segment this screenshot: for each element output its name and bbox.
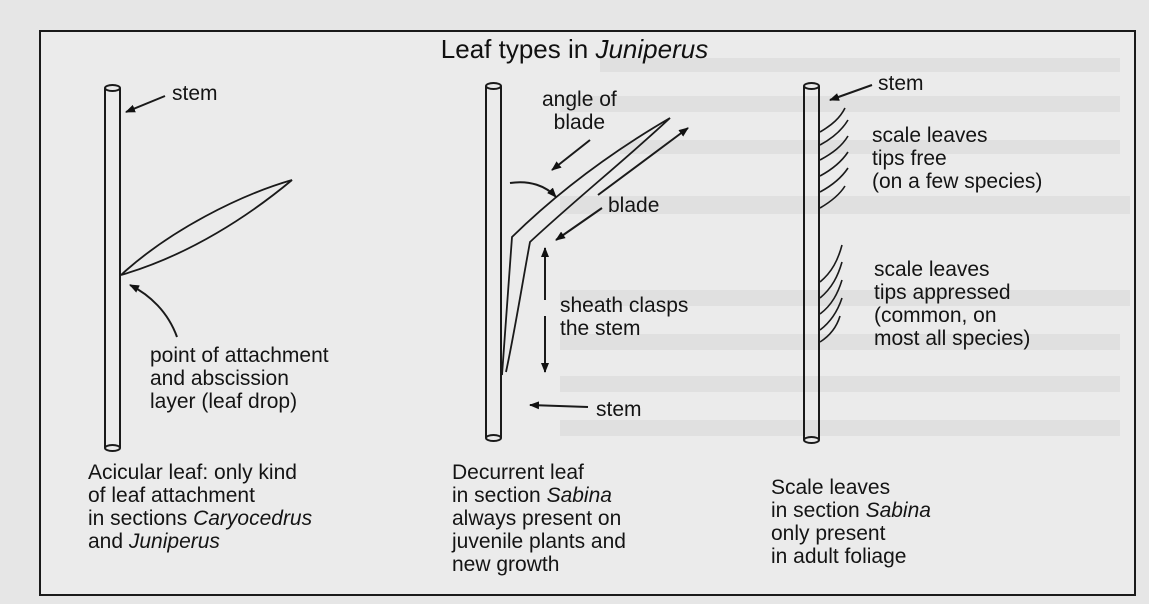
scale-leaves-free-label: scale leaves tips free (on a few species… [872,124,1042,193]
panel1-caption: Acicular leaf: only kind of leaf attachm… [88,461,312,553]
stem-1 [105,85,120,451]
blade-arrow [598,128,688,195]
sheath-label: sheath clasps the stem [560,294,688,340]
blade-label: blade [608,194,659,217]
stem-arrow-3 [830,85,872,100]
panel2-stem-label: stem [596,398,642,421]
angle-of-blade-label: angle of blade [542,88,617,134]
scale-leaves-free [820,108,848,208]
stem-3 [804,83,819,443]
attachment-arrow [130,285,177,337]
angle-arc [510,182,556,197]
scale-leaves-appressed-label: scale leaves tips appressed (common, on … [874,258,1030,350]
panel2-caption: Decurrent leaf in section Sabina always … [452,461,626,576]
figure-title: Leaf types in Juniperus [0,34,1149,65]
stem-arrow-2 [530,405,588,407]
panel1-attachment-label: point of attachment and abscission layer… [150,344,329,413]
stem-arrow-1 [126,96,165,112]
panel3-stem-label: stem [878,72,924,95]
title-genus: Juniperus [595,34,708,64]
stem-2 [486,83,501,441]
scale-leaves-appressed [820,245,842,342]
angle-arrow [552,140,590,170]
panel1-stem-label: stem [172,82,218,105]
panel3-caption: Scale leaves in section Sabina only pres… [771,476,931,568]
acicular-leaf [121,180,292,275]
